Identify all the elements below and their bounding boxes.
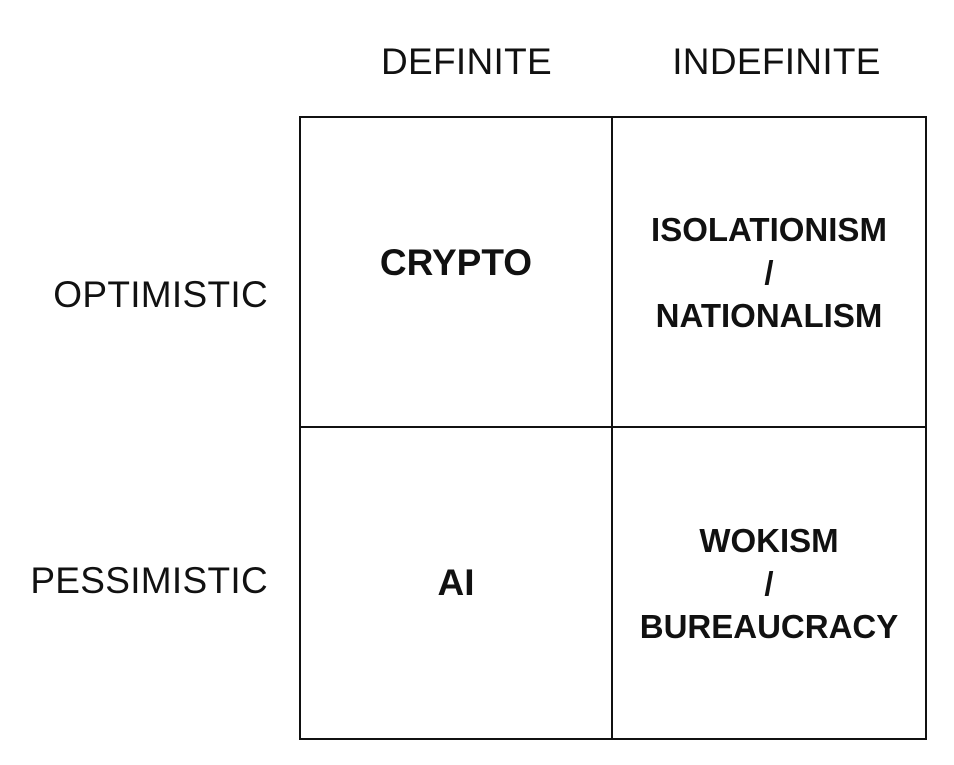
cell-text: BUREAUCRACY <box>639 607 899 645</box>
cell-text: NATIONALISM <box>655 296 883 334</box>
row-label-pessimistic: PESSIMISTIC <box>30 560 268 601</box>
cell-text: / <box>764 253 774 291</box>
cell-text: ISOLATIONISM <box>651 210 887 248</box>
quadrant-grid: CRYPTO ISOLATIONISM / NATIONALISM AI WOK… <box>299 116 927 740</box>
row-label-optimistic: OPTIMISTIC <box>53 274 268 315</box>
cell-text: / <box>764 564 774 602</box>
cell-text: CRYPTO <box>379 241 533 283</box>
cell-pessimistic-indefinite: WOKISM / BUREAUCRACY <box>613 428 925 738</box>
cell-optimistic-definite: CRYPTO <box>301 118 613 428</box>
cell-text: WOKISM <box>699 521 839 559</box>
cell-optimistic-indefinite: ISOLATIONISM / NATIONALISM <box>613 118 925 428</box>
column-label-definite: DEFINITE <box>381 41 552 82</box>
cell-text: AI <box>437 561 475 603</box>
column-label-indefinite: INDEFINITE <box>672 41 881 82</box>
cell-pessimistic-definite: AI <box>301 428 613 738</box>
